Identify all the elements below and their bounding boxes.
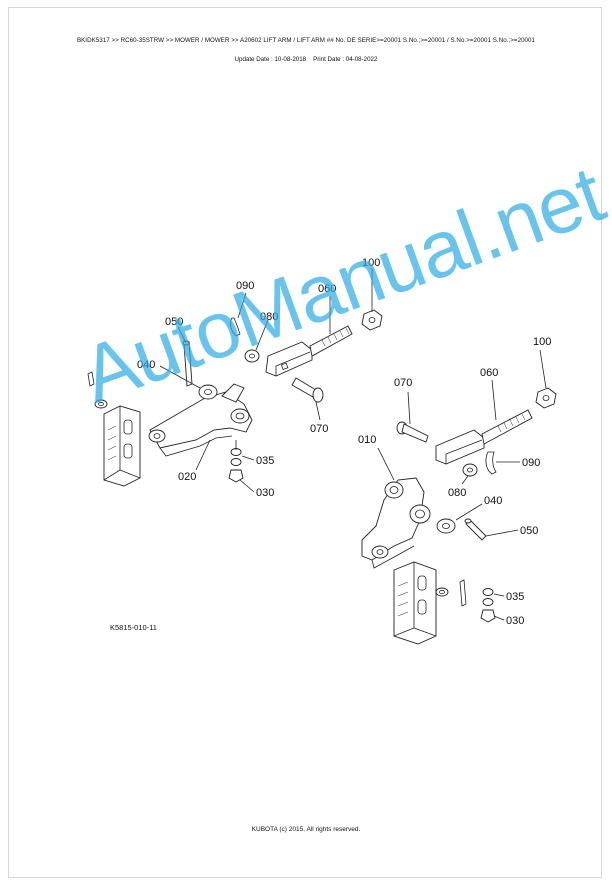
nut-100-left bbox=[361, 309, 383, 331]
nut-bolt-035-030-left bbox=[228, 440, 244, 483]
nut-bolt-035-030-right bbox=[480, 588, 496, 623]
callout-060-right: 060 bbox=[480, 367, 498, 379]
breadcrumb: BKIDK5317 >> RC60-35STRW >> MOWER / MOWE… bbox=[76, 37, 536, 44]
callout-100-right: 100 bbox=[533, 336, 551, 348]
page-frame bbox=[8, 7, 602, 878]
rod-060-right bbox=[435, 409, 533, 465]
lift-arm-010 bbox=[361, 477, 431, 569]
callout-010: 010 bbox=[358, 434, 376, 446]
cotter-090-left bbox=[229, 317, 241, 337]
callout-040-right: 040 bbox=[484, 495, 502, 507]
callout-035-right: 035 bbox=[506, 591, 524, 603]
lift-arm-020 bbox=[148, 383, 253, 457]
callout-090-left: 090 bbox=[236, 280, 254, 292]
left-assembly bbox=[87, 268, 383, 493]
callout-080-left: 080 bbox=[260, 311, 278, 323]
washer-040-left bbox=[198, 384, 218, 400]
callout-070-right: 070 bbox=[394, 377, 412, 389]
pin-070-left bbox=[291, 377, 324, 403]
callout-040-left: 040 bbox=[137, 359, 155, 371]
mounting-bracket-left bbox=[103, 405, 141, 487]
leader-lines-left bbox=[159, 268, 373, 493]
right-assembly bbox=[361, 349, 557, 645]
leader-lines-right bbox=[377, 349, 547, 621]
callout-labels: 090 080 050 060 100 040 070 020 035 030 … bbox=[137, 257, 551, 627]
callout-080-right: 080 bbox=[448, 487, 466, 499]
bolt-right bbox=[435, 579, 467, 607]
pin-050-right bbox=[464, 518, 487, 541]
pin-070-right bbox=[396, 421, 429, 443]
rod-060-left bbox=[265, 325, 353, 377]
callout-020: 020 bbox=[178, 471, 196, 483]
callout-070-left: 070 bbox=[310, 423, 328, 435]
washer-040-right bbox=[436, 518, 456, 534]
callout-060-left: 060 bbox=[318, 283, 336, 295]
figure-code: K5815-010-11 bbox=[110, 623, 157, 632]
mounting-bracket-right bbox=[393, 561, 437, 645]
footer-copyright: KUBOTA (c) 2015. All rights reserved. bbox=[251, 826, 361, 833]
nut-100-right bbox=[535, 387, 557, 409]
washer-080-right bbox=[462, 463, 478, 477]
callout-050-right: 050 bbox=[520, 525, 538, 537]
update-date: Update Date : 10-08-2018 bbox=[234, 56, 307, 63]
callout-035-left: 035 bbox=[256, 455, 274, 467]
callout-030-left: 030 bbox=[256, 487, 274, 499]
callout-090-right: 090 bbox=[522, 457, 540, 469]
date-line: Update Date : 10-08-2018 Print Date : 04-… bbox=[0, 56, 612, 63]
bolt-left bbox=[87, 371, 108, 409]
cotter-090-right bbox=[485, 451, 497, 475]
print-date: Print Date : 04-08-2022 bbox=[313, 56, 378, 63]
callout-050-left: 050 bbox=[165, 316, 183, 328]
callout-030-right: 030 bbox=[506, 615, 524, 627]
washer-080-left bbox=[244, 349, 260, 363]
callout-100-left: 100 bbox=[362, 257, 380, 269]
